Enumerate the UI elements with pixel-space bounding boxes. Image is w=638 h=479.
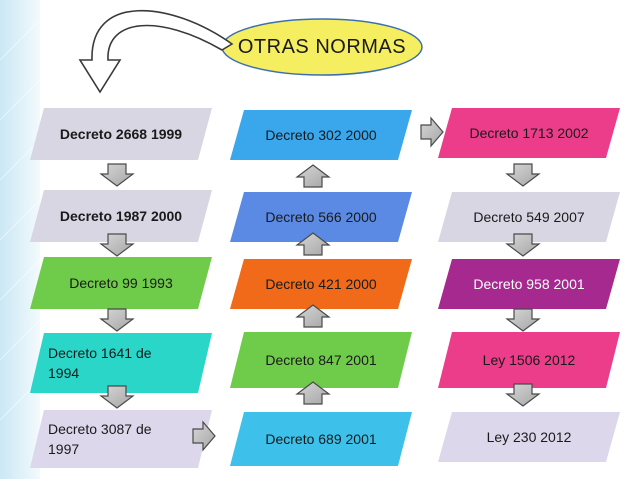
- decreto-3087-1997-label: Decreto 3087 de 1997: [48, 421, 152, 457]
- ley-1506-2012-label: Ley 1506 2012: [482, 352, 576, 368]
- arrow-right-icon: [192, 420, 216, 452]
- background-pattern: [0, 19, 41, 421]
- decreto-566-2000-label: Decreto 566 2000: [265, 209, 377, 225]
- decreto-99-1993-label: Decreto 99 1993: [69, 275, 173, 291]
- arrow-down-icon: [505, 308, 541, 332]
- decreto-302-2000-label: Decreto 302 2000: [265, 127, 377, 143]
- arrow-down-icon: [505, 163, 541, 187]
- decreto-847-2001-label: Decreto 847 2001: [265, 352, 377, 368]
- decreto-958-2001-label: Decreto 958 2001: [473, 276, 585, 292]
- ley-230-2012-label: Ley 230 2012: [486, 429, 572, 445]
- decreto-549-2007-label: Decreto 549 2007: [473, 209, 585, 225]
- decreto-1641-1994-label: Decreto 1641 de 1994: [48, 345, 152, 381]
- decreto-421-2000-label: Decreto 421 2000: [265, 276, 377, 292]
- arrow-down-icon: [99, 308, 135, 332]
- background-stripe: [0, 0, 40, 479]
- decreto-689-2001-label: Decreto 689 2001: [265, 431, 377, 447]
- decreto-1713-2002-label: Decreto 1713 2002: [469, 125, 589, 141]
- arrow-right-icon: [420, 116, 444, 148]
- curved-arrow-icon: [78, 9, 234, 94]
- arrow-down-icon: [99, 163, 135, 187]
- diagram-title: OTRAS NORMAS: [237, 35, 407, 58]
- decreto-2668-1999-label: Decreto 2668 1999: [59, 126, 183, 142]
- decreto-1987-2000-label: Decreto 1987 2000: [59, 208, 183, 224]
- arrow-up-icon: [295, 164, 331, 188]
